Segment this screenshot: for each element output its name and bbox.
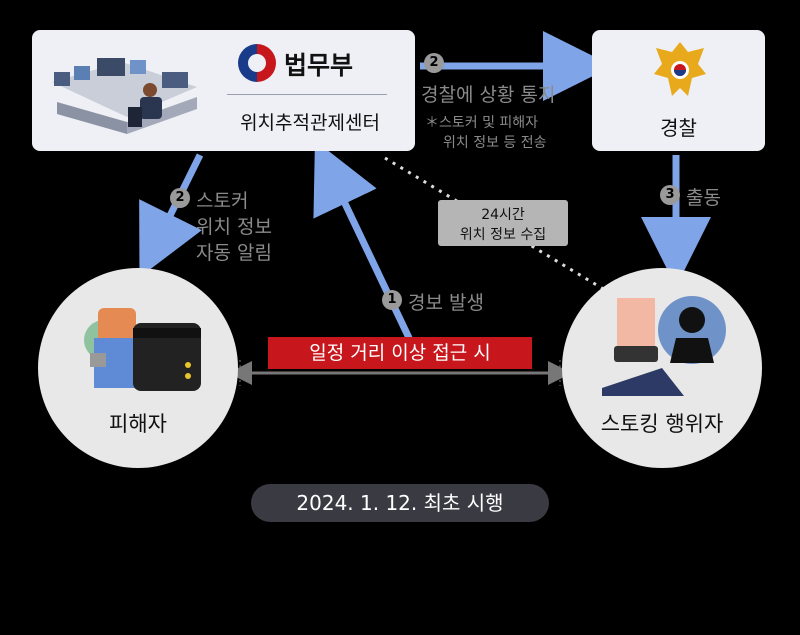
step-auto-number: 2 xyxy=(170,188,190,208)
launch-text: 2024. 1. 12. 최초 시행 xyxy=(296,491,504,515)
police-label: 경찰 xyxy=(660,116,697,140)
arrow-alarm-to-center xyxy=(313,140,414,342)
step-dispatch-number: 3 xyxy=(660,185,680,205)
control-center-box: 법무부 위치추적관제센터 xyxy=(32,30,415,151)
police-emblem-icon xyxy=(652,40,708,102)
victim-circle: 피해자 xyxy=(38,268,238,468)
collect-box: 24시간 위치 정보 수집 xyxy=(438,200,568,246)
step-auto-line2: 위치 정보 xyxy=(196,216,272,238)
control-room-illustration xyxy=(42,42,202,137)
stalker-illustration xyxy=(602,296,726,396)
launch-pill: 2024. 1. 12. 최초 시행 xyxy=(251,484,549,522)
step-notify-sub1: ＊스토커 및 피해자 xyxy=(425,115,539,131)
police-box: 경찰 xyxy=(592,30,765,151)
approach-banner: 일정 거리 이상 접근 시 xyxy=(268,337,532,369)
control-room-icon xyxy=(52,58,197,134)
step-notify-number: 2 xyxy=(424,52,444,73)
taeguk-icon xyxy=(248,54,266,72)
collect-line2: 위치 정보 수집 xyxy=(459,227,547,243)
step-auto-line3: 자동 알림 xyxy=(196,242,272,264)
victim-label: 피해자 xyxy=(109,412,167,436)
step-auto-line1: 스토커 xyxy=(196,190,249,212)
ministry-name: 법무부 xyxy=(284,51,354,80)
ministry-logo xyxy=(238,44,276,82)
step-dispatch-label: 출동 xyxy=(686,187,721,209)
victim-illustration xyxy=(84,308,201,391)
step-alarm-number: 1 xyxy=(382,290,402,310)
step-notify-sub2: 위치 정보 등 전송 xyxy=(443,135,547,151)
divider xyxy=(227,94,387,95)
step-alarm-label: 경보 발생 xyxy=(408,292,484,314)
stalker-label: 스토킹 행위자 xyxy=(600,412,724,436)
step-notify-title: 경찰에 상황 통지 xyxy=(421,84,556,106)
collect-line1: 24시간 xyxy=(481,207,525,223)
control-center-label: 위치추적관제센터 xyxy=(240,112,380,134)
stalker-circle: 스토킹 행위자 xyxy=(562,268,762,468)
